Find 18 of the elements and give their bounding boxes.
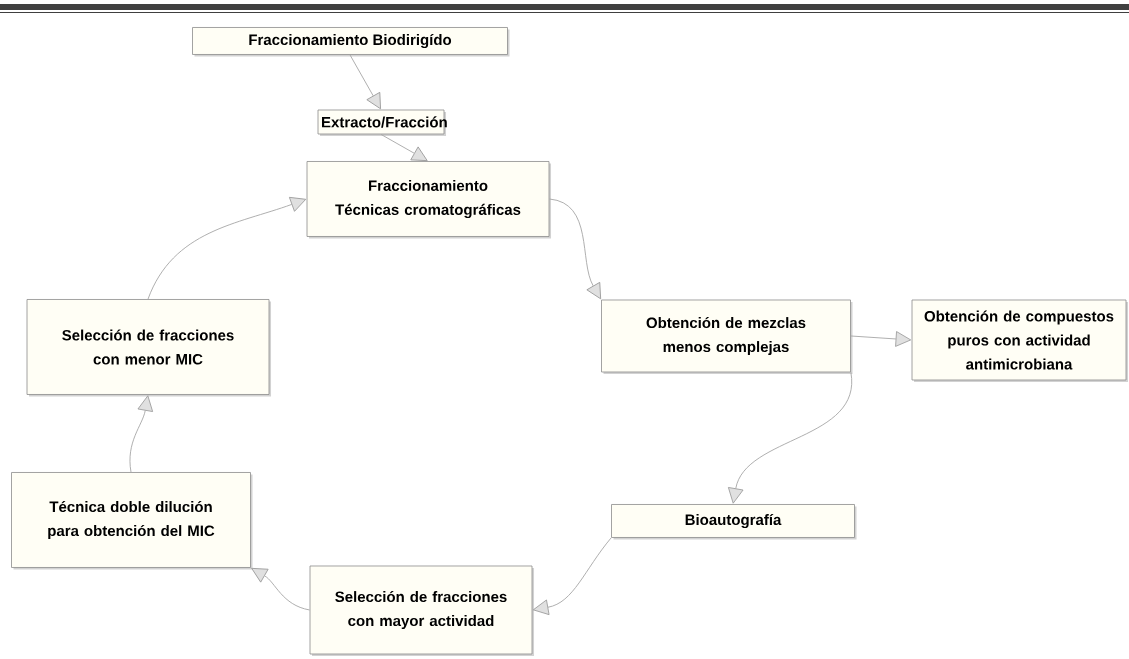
arrow bbox=[532, 537, 612, 616]
process-box: Técnica doble dilución para obtención del MIC bbox=[11, 472, 253, 570]
arrow bbox=[548, 198, 602, 300]
process-box: Extracto/Fracción bbox=[317, 109, 447, 136]
arrow bbox=[850, 331, 912, 347]
arrow bbox=[380, 133, 428, 162]
title-box: Fraccionamiento Biodirigído bbox=[192, 27, 510, 57]
arrow bbox=[728, 371, 852, 504]
process-box: Fraccionamiento Técnicas cromatográficas bbox=[306, 161, 551, 239]
arrow bbox=[251, 567, 311, 611]
process-box: Bioautografía bbox=[611, 504, 857, 540]
process-box: Obtención de mezclas menos complejas bbox=[601, 299, 853, 374]
arrow bbox=[349, 54, 381, 110]
arrow bbox=[129, 395, 154, 473]
process-box: Selección de fracciones con mayor actividad bbox=[309, 565, 534, 656]
process-box: Obtención de compuestos puros con actividad antimicrobiana bbox=[911, 299, 1128, 382]
arrow bbox=[147, 196, 307, 300]
process-box: Selección de fracciones con menor MIC bbox=[26, 299, 271, 397]
